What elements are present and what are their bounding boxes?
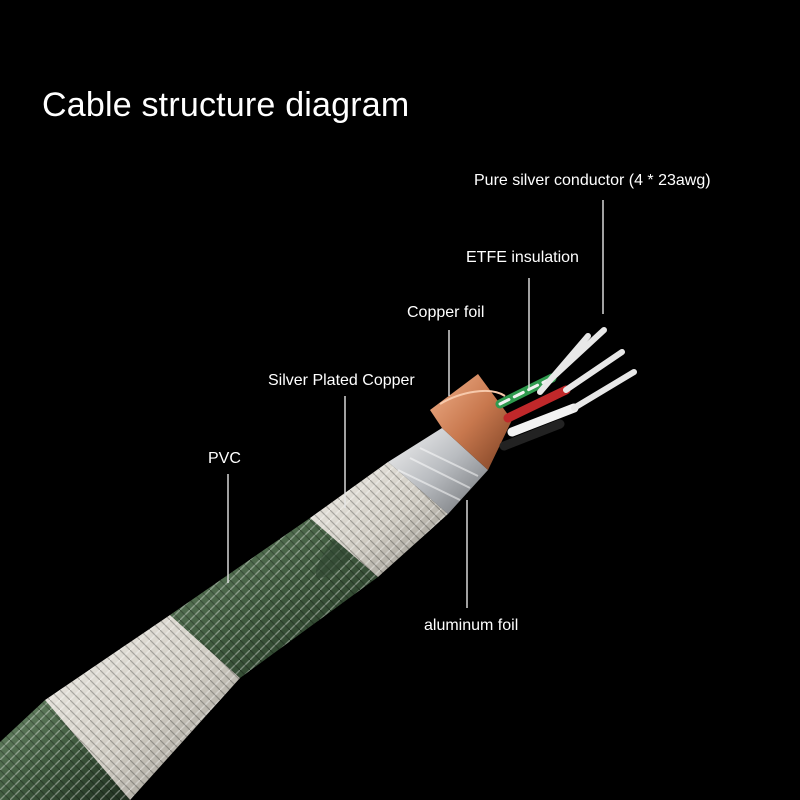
- pure-silver-conductors: [537, 327, 637, 411]
- aluminum-foil-layer: [388, 428, 488, 514]
- label-pure-silver-conductor: Pure silver conductor (4 * 23awg): [474, 172, 711, 189]
- pvc-jacket-lower: [0, 700, 130, 800]
- silver-braid-lower: [45, 615, 240, 800]
- leader-lines: [227, 200, 604, 608]
- label-aluminum-foil: aluminum foil: [424, 617, 519, 634]
- label-copper-foil: Copper foil: [407, 304, 485, 321]
- copper-foil-layer: [430, 374, 512, 470]
- silver-plated-copper-braid: [310, 462, 448, 577]
- label-etfe-insulation: ETFE insulation: [466, 249, 579, 266]
- label-silver-plated-copper: Silver Plated Copper: [268, 372, 415, 389]
- diagram-title: Cable structure diagram: [42, 86, 410, 124]
- etfe-insulated-wires: [495, 373, 579, 451]
- label-pvc: PVC: [208, 450, 241, 467]
